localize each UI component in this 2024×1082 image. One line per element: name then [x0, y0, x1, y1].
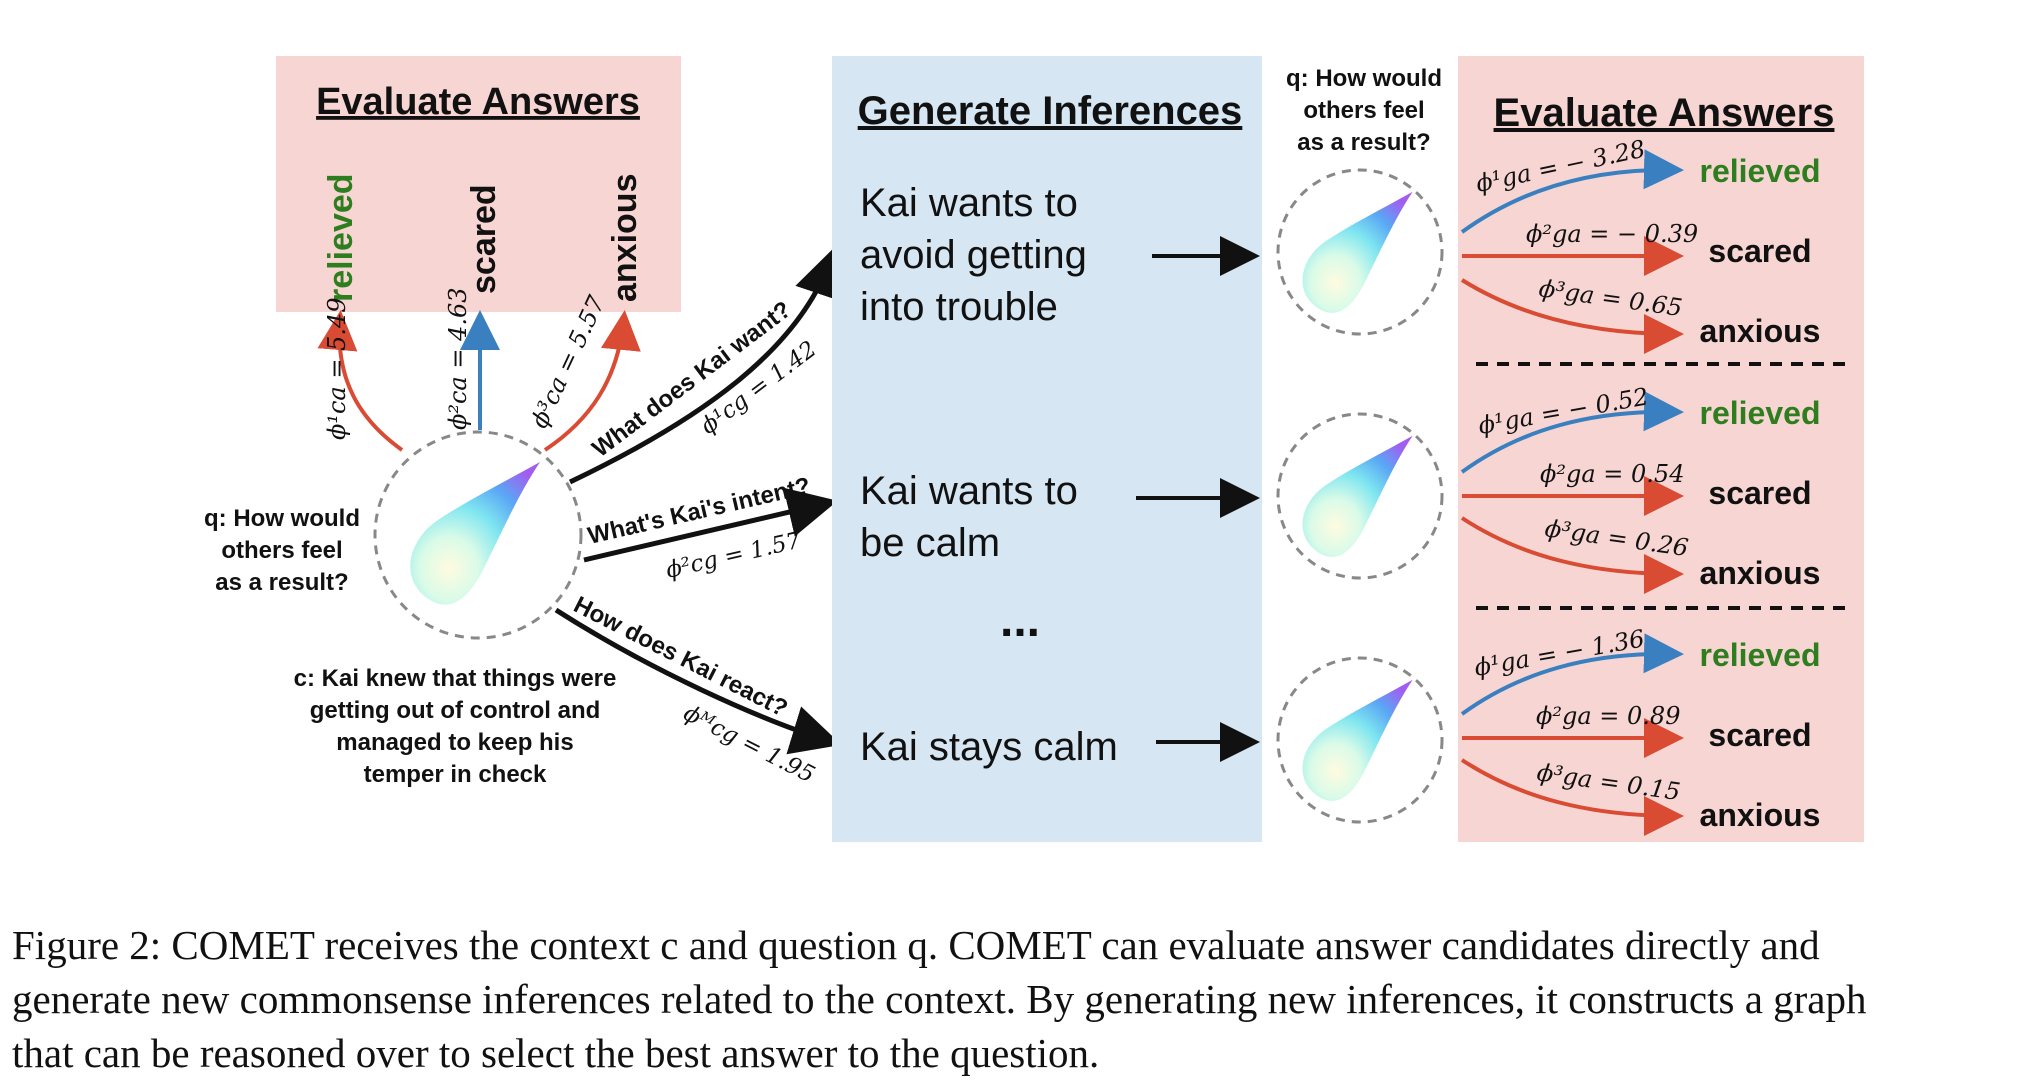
g3-score-2: ϕ²ga = 0.89: [1536, 702, 1680, 730]
inference-1-line3: into trouble: [860, 285, 1058, 329]
generate-panel: [832, 56, 1262, 842]
relation-arrow-intent: [583, 487, 838, 563]
g3-answer-anxious: anxious: [1700, 797, 1821, 833]
g3-answer-relieved: relieved: [1700, 637, 1821, 673]
context-line4: temper in check: [364, 761, 547, 788]
left-question-line2: others feel: [221, 537, 342, 564]
left-answer-relieved: relieved: [322, 173, 360, 302]
left-question-line3: as a result?: [215, 569, 348, 596]
left-answer-anxious: anxious: [606, 174, 644, 302]
g2-score-2: ϕ²ga = 0.54: [1540, 460, 1684, 488]
g3-answer-scared: scared: [1708, 717, 1811, 753]
generate-panel-title: Generate Inferences: [858, 89, 1243, 133]
g1-answer-scared: scared: [1708, 233, 1811, 269]
relation-arrow-react: [554, 607, 842, 755]
right-question-line2: others feel: [1303, 97, 1424, 124]
g2-answer-anxious: anxious: [1700, 555, 1821, 591]
left-arrow-relieved: [317, 310, 404, 452]
left-score-2: ϕ²ca = 4.63: [444, 287, 472, 430]
context-line3: managed to keep his: [336, 729, 573, 756]
inference-2-line2: be calm: [860, 521, 1000, 565]
left-score-3: ϕ³ca = 5.57: [525, 291, 611, 433]
g2-answer-scared: scared: [1708, 475, 1811, 511]
right-question-line1: q: How would: [1286, 65, 1442, 92]
left-answer-scared: scared: [465, 184, 503, 294]
right-question-line3: as a result?: [1297, 129, 1430, 156]
left-panel-title: Evaluate Answers: [316, 81, 640, 123]
relation-question-3: How does Kai react?: [569, 591, 792, 722]
context-line2: getting out of control and: [310, 697, 601, 724]
g1-arrow-relieved: [1460, 149, 1684, 234]
caption-line-3: that can be reasoned over to select the …: [12, 1030, 1100, 1076]
g3-arrow-relieved: [1460, 633, 1684, 716]
g1-answer-anxious: anxious: [1700, 313, 1821, 349]
left-evaluate-panel: [276, 56, 681, 312]
inference-2-line1: Kai wants to: [860, 469, 1078, 513]
right-panel-title: Evaluate Answers: [1494, 91, 1835, 135]
g2-arrow-anxious: [1460, 516, 1684, 594]
left-question-line1: q: How would: [204, 505, 360, 532]
context-line1: c: Kai knew that things were: [294, 665, 617, 692]
inference-1-line1: Kai wants to: [860, 181, 1078, 225]
inference-ellipsis: ...: [1000, 594, 1040, 647]
g1-answer-relieved: relieved: [1700, 153, 1821, 189]
figure-caption: Figure 2: COMET receives the context c a…: [12, 918, 2012, 1080]
inference-1-line2: avoid getting: [860, 233, 1087, 277]
caption-line-1: Figure 2: COMET receives the context c a…: [12, 922, 1820, 968]
g1-score-2: ϕ²ga = − 0.39: [1526, 220, 1698, 248]
g3-arrow-anxious: [1460, 758, 1684, 836]
g2-arrow-relieved: [1460, 391, 1684, 474]
g2-answer-relieved: relieved: [1700, 395, 1821, 431]
left-score-1: ϕ¹ca = 5.49: [323, 297, 351, 440]
caption-line-2: generate new commonsense inferences rela…: [12, 976, 1867, 1022]
g1-arrow-anxious: [1460, 278, 1684, 354]
relation-arrow-want: [568, 246, 843, 485]
inference-3-line1: Kai stays calm: [860, 725, 1118, 769]
left-arrow-anxious: [543, 310, 641, 452]
